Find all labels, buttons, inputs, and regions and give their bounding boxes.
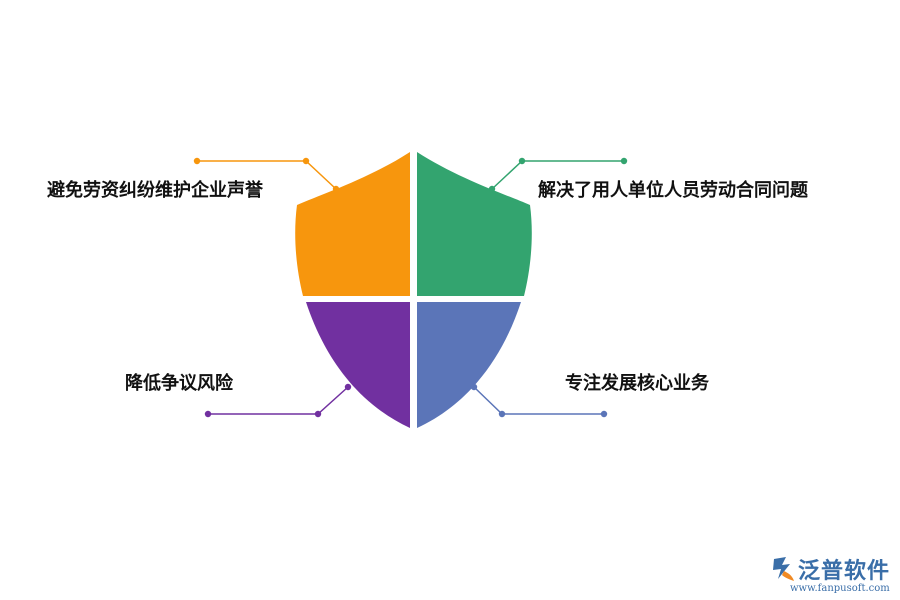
label-bottom-left: 降低争议风险 <box>125 373 233 394</box>
connector-top-left <box>193 157 340 193</box>
shield-quadrant-bottom-left <box>306 302 410 428</box>
connector-bottom-right <box>470 383 608 418</box>
label-top-left: 避免劳资纠纷维护企业声誉 <box>47 180 263 201</box>
logo-mark-icon <box>773 557 794 581</box>
label-top-right: 解决了用人单位人员劳动合同问题 <box>538 180 808 201</box>
shield-quadrant-top-left <box>295 152 410 296</box>
logo-name: 泛普软件 <box>798 559 891 584</box>
brand-logo: 泛普软件 www.fanpusoft.com <box>770 553 895 598</box>
logo-url: www.fanpusoft.com <box>790 583 890 594</box>
label-bottom-right: 专注发展核心业务 <box>565 373 709 394</box>
shield-quadrant-top-right <box>417 152 532 296</box>
shield-quadrant-bottom-right <box>417 302 521 428</box>
connector-top-right <box>488 157 628 193</box>
connector-bottom-left <box>204 383 352 418</box>
